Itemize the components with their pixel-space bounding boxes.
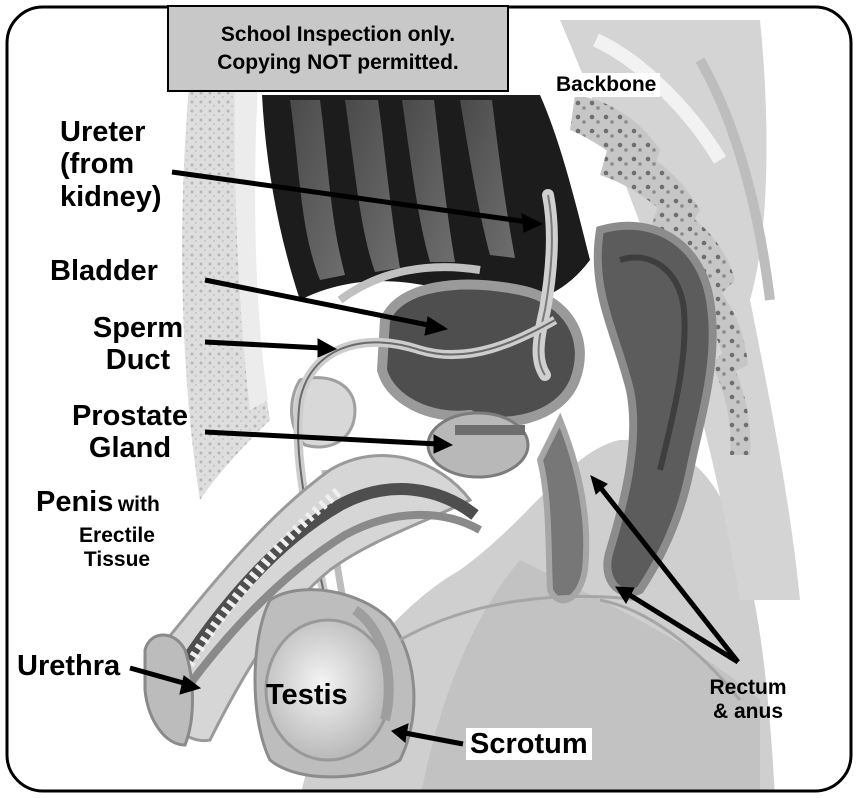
label-tissue: Tissue — [62, 548, 172, 572]
label-erectile: Erectile — [62, 524, 172, 548]
label-bladder: Bladder — [50, 255, 158, 287]
notice-line-2: Copying NOT permitted. — [217, 49, 459, 76]
label-sperm-duct-line-1: Sperm — [78, 312, 198, 344]
label-rectum-line-2: & anus — [698, 700, 798, 724]
label-penis-with: with — [118, 493, 160, 516]
label-prostate-line-2: Gland — [60, 432, 200, 464]
copyright-notice: School Inspection only. Copying NOT perm… — [167, 5, 509, 92]
label-rectum-line-1: Rectum — [698, 676, 798, 700]
label-penis: Penis with — [36, 486, 160, 518]
label-prostate-line-1: Prostate — [60, 400, 200, 432]
label-urethra: Urethra — [17, 650, 120, 682]
label-ureter-line-2: (from — [60, 148, 162, 180]
label-erectile-tissue: Erectile Tissue — [62, 524, 172, 571]
label-rectum-anus: Rectum & anus — [698, 676, 798, 723]
label-scrotum: Scrotum — [466, 728, 592, 760]
label-prostate: Prostate Gland — [60, 400, 200, 465]
label-sperm-duct: Sperm Duct — [78, 312, 198, 377]
label-sperm-duct-line-2: Duct — [78, 344, 198, 376]
label-ureter-line-1: Ureter — [60, 116, 162, 148]
label-backbone: Backbone — [552, 73, 660, 97]
label-ureter-line-3: kidney) — [60, 181, 162, 213]
label-penis-word: Penis — [36, 486, 113, 518]
notice-line-1: School Inspection only. — [221, 21, 455, 48]
label-ureter: Ureter (from kidney) — [60, 116, 162, 213]
label-testis: Testis — [266, 679, 348, 711]
